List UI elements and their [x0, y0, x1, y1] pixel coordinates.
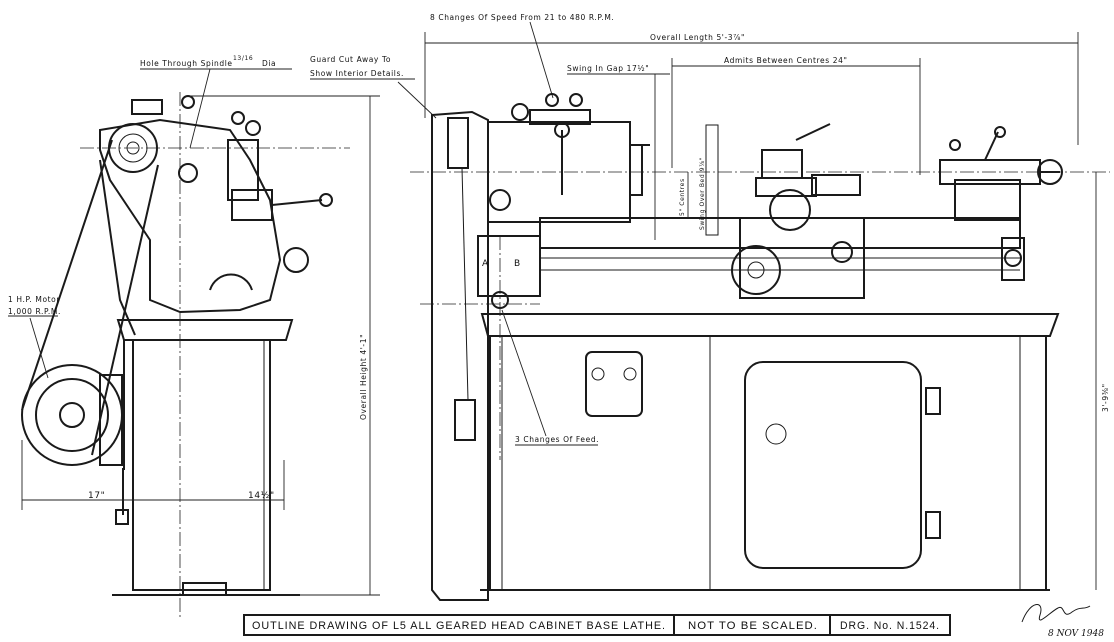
- head-lever-block: [131, 99, 163, 115]
- title-block: [243, 614, 951, 636]
- swing-over-bed-label: Swing Over Bed 9⅞": [699, 157, 706, 230]
- gear-b-label: B: [514, 259, 521, 269]
- spindle-nose: [629, 144, 643, 196]
- feed-leader-line: [501, 309, 547, 437]
- guard-leader-line: [397, 81, 437, 119]
- end-cabinet: [132, 339, 271, 591]
- lever-knob-right-2: [245, 120, 261, 136]
- front-cone-pulley-top: [447, 117, 469, 169]
- swing-in-gap-label: Swing In Gap 17½": [567, 64, 649, 73]
- speed-knob-1: [545, 93, 559, 107]
- apron-handwheel-front: [731, 245, 781, 295]
- guard-cut-label-1: Guard Cut Away To: [310, 55, 391, 64]
- front-view: A B: [410, 93, 1110, 601]
- motor-label-2: 1,000 R.P.M.: [8, 307, 61, 316]
- approval-signature: [1021, 604, 1091, 623]
- motor-body: [99, 374, 123, 466]
- lever-knob-right: [231, 111, 245, 125]
- feed-gear-arc: [209, 273, 253, 291]
- lever-knob-top: [181, 95, 195, 109]
- apron-handwheel-hub: [747, 261, 765, 279]
- overall-height-label: Overall Height 4'-1": [359, 334, 368, 420]
- door-hinge-bottom: [925, 511, 941, 539]
- gear-shaft-circle: [178, 163, 198, 183]
- feed-gearbox: [477, 235, 541, 297]
- front-cone-pulley-bottom: [454, 399, 476, 441]
- centres-label: 5" Centres: [679, 178, 686, 216]
- door-hinge-top: [925, 387, 941, 415]
- headstock-bottom-knob: [489, 189, 511, 211]
- apron-knob: [831, 241, 853, 263]
- dim-14-label: 14½": [248, 491, 275, 501]
- belt-guard-left: [99, 159, 136, 336]
- spindle-leader-line: [189, 68, 211, 149]
- end-bracket: [1001, 237, 1025, 281]
- cross-slide-gear: [769, 189, 811, 231]
- admits-between-centres-label: Admits Between Centres 24": [724, 56, 848, 65]
- spindle-fraction-label: 13/16: [233, 55, 253, 62]
- apron-handwheel: [283, 247, 309, 273]
- end-chip-tray: [116, 319, 294, 341]
- tailstock-lock-knob: [949, 139, 961, 151]
- front-belt-line: [461, 167, 469, 401]
- cabinet-door: [744, 361, 922, 569]
- apron: [739, 217, 865, 299]
- panel-bolt-1: [591, 367, 605, 381]
- end-bracket-bearing: [1004, 249, 1022, 267]
- overall-length-label: Overall Length 5'-3⅞": [650, 33, 745, 42]
- motor-pulley-hub: [59, 402, 85, 428]
- speed-knob-2: [569, 93, 583, 107]
- drive-belt-left: [21, 139, 113, 411]
- motor-leader-line: [29, 317, 49, 379]
- guard-cut-label-2: Show Interior Details.: [310, 69, 404, 78]
- tool-post-lever: [795, 123, 831, 141]
- carriage-end-block: [231, 189, 273, 221]
- swing-over-bed-bar: [705, 124, 719, 236]
- drive-belt-right: [91, 164, 159, 456]
- cross-slide: [811, 174, 861, 196]
- motor-pulley-mid: [35, 378, 109, 452]
- signature-date: 8 NOV 1948: [1048, 629, 1104, 639]
- tool-post: [761, 149, 803, 179]
- drawing-title: OUTLINE DRAWING OF L5 ALL GEARED HEAD CA…: [252, 620, 666, 632]
- speed-leader-line: [529, 21, 554, 99]
- dim-17-label: 17": [88, 491, 105, 501]
- handwheel-arm: [271, 199, 323, 206]
- front-belt-guard: [431, 110, 489, 601]
- scale-note: NOT TO BE SCALED.: [688, 620, 818, 632]
- speed-knob-3: [511, 103, 529, 121]
- tailstock-lever: [984, 131, 999, 161]
- panel-bolt-2: [623, 367, 637, 381]
- tailstock-lever-knob: [994, 126, 1006, 138]
- hole-through-spindle-label: Hole Through Spindle: [140, 59, 233, 68]
- gear-a-label: A: [482, 259, 489, 269]
- drawing-number: DRG. No. N.1524.: [840, 620, 940, 632]
- tailstock-base: [954, 179, 1021, 221]
- motor-adjuster: [115, 509, 129, 525]
- cabinet-panel-plate: [585, 351, 643, 417]
- speed-changes-label: 8 Changes Of Speed From 21 to 480 R.P.M.: [430, 13, 614, 22]
- front-chip-tray: [480, 313, 1060, 337]
- motor-label-1: 1 H.P. Motor: [8, 295, 60, 304]
- feed-changes-label: 3 Changes Of Feed.: [515, 435, 599, 444]
- compound-slide: [755, 177, 817, 197]
- front-cabinet: [489, 335, 1047, 591]
- height-right-label: 3'-9⅜": [1101, 383, 1110, 412]
- spindle-dia-label: Dia: [262, 59, 276, 68]
- saddle-end-block: [227, 139, 259, 201]
- end-view: [21, 92, 350, 620]
- door-handle: [765, 423, 787, 445]
